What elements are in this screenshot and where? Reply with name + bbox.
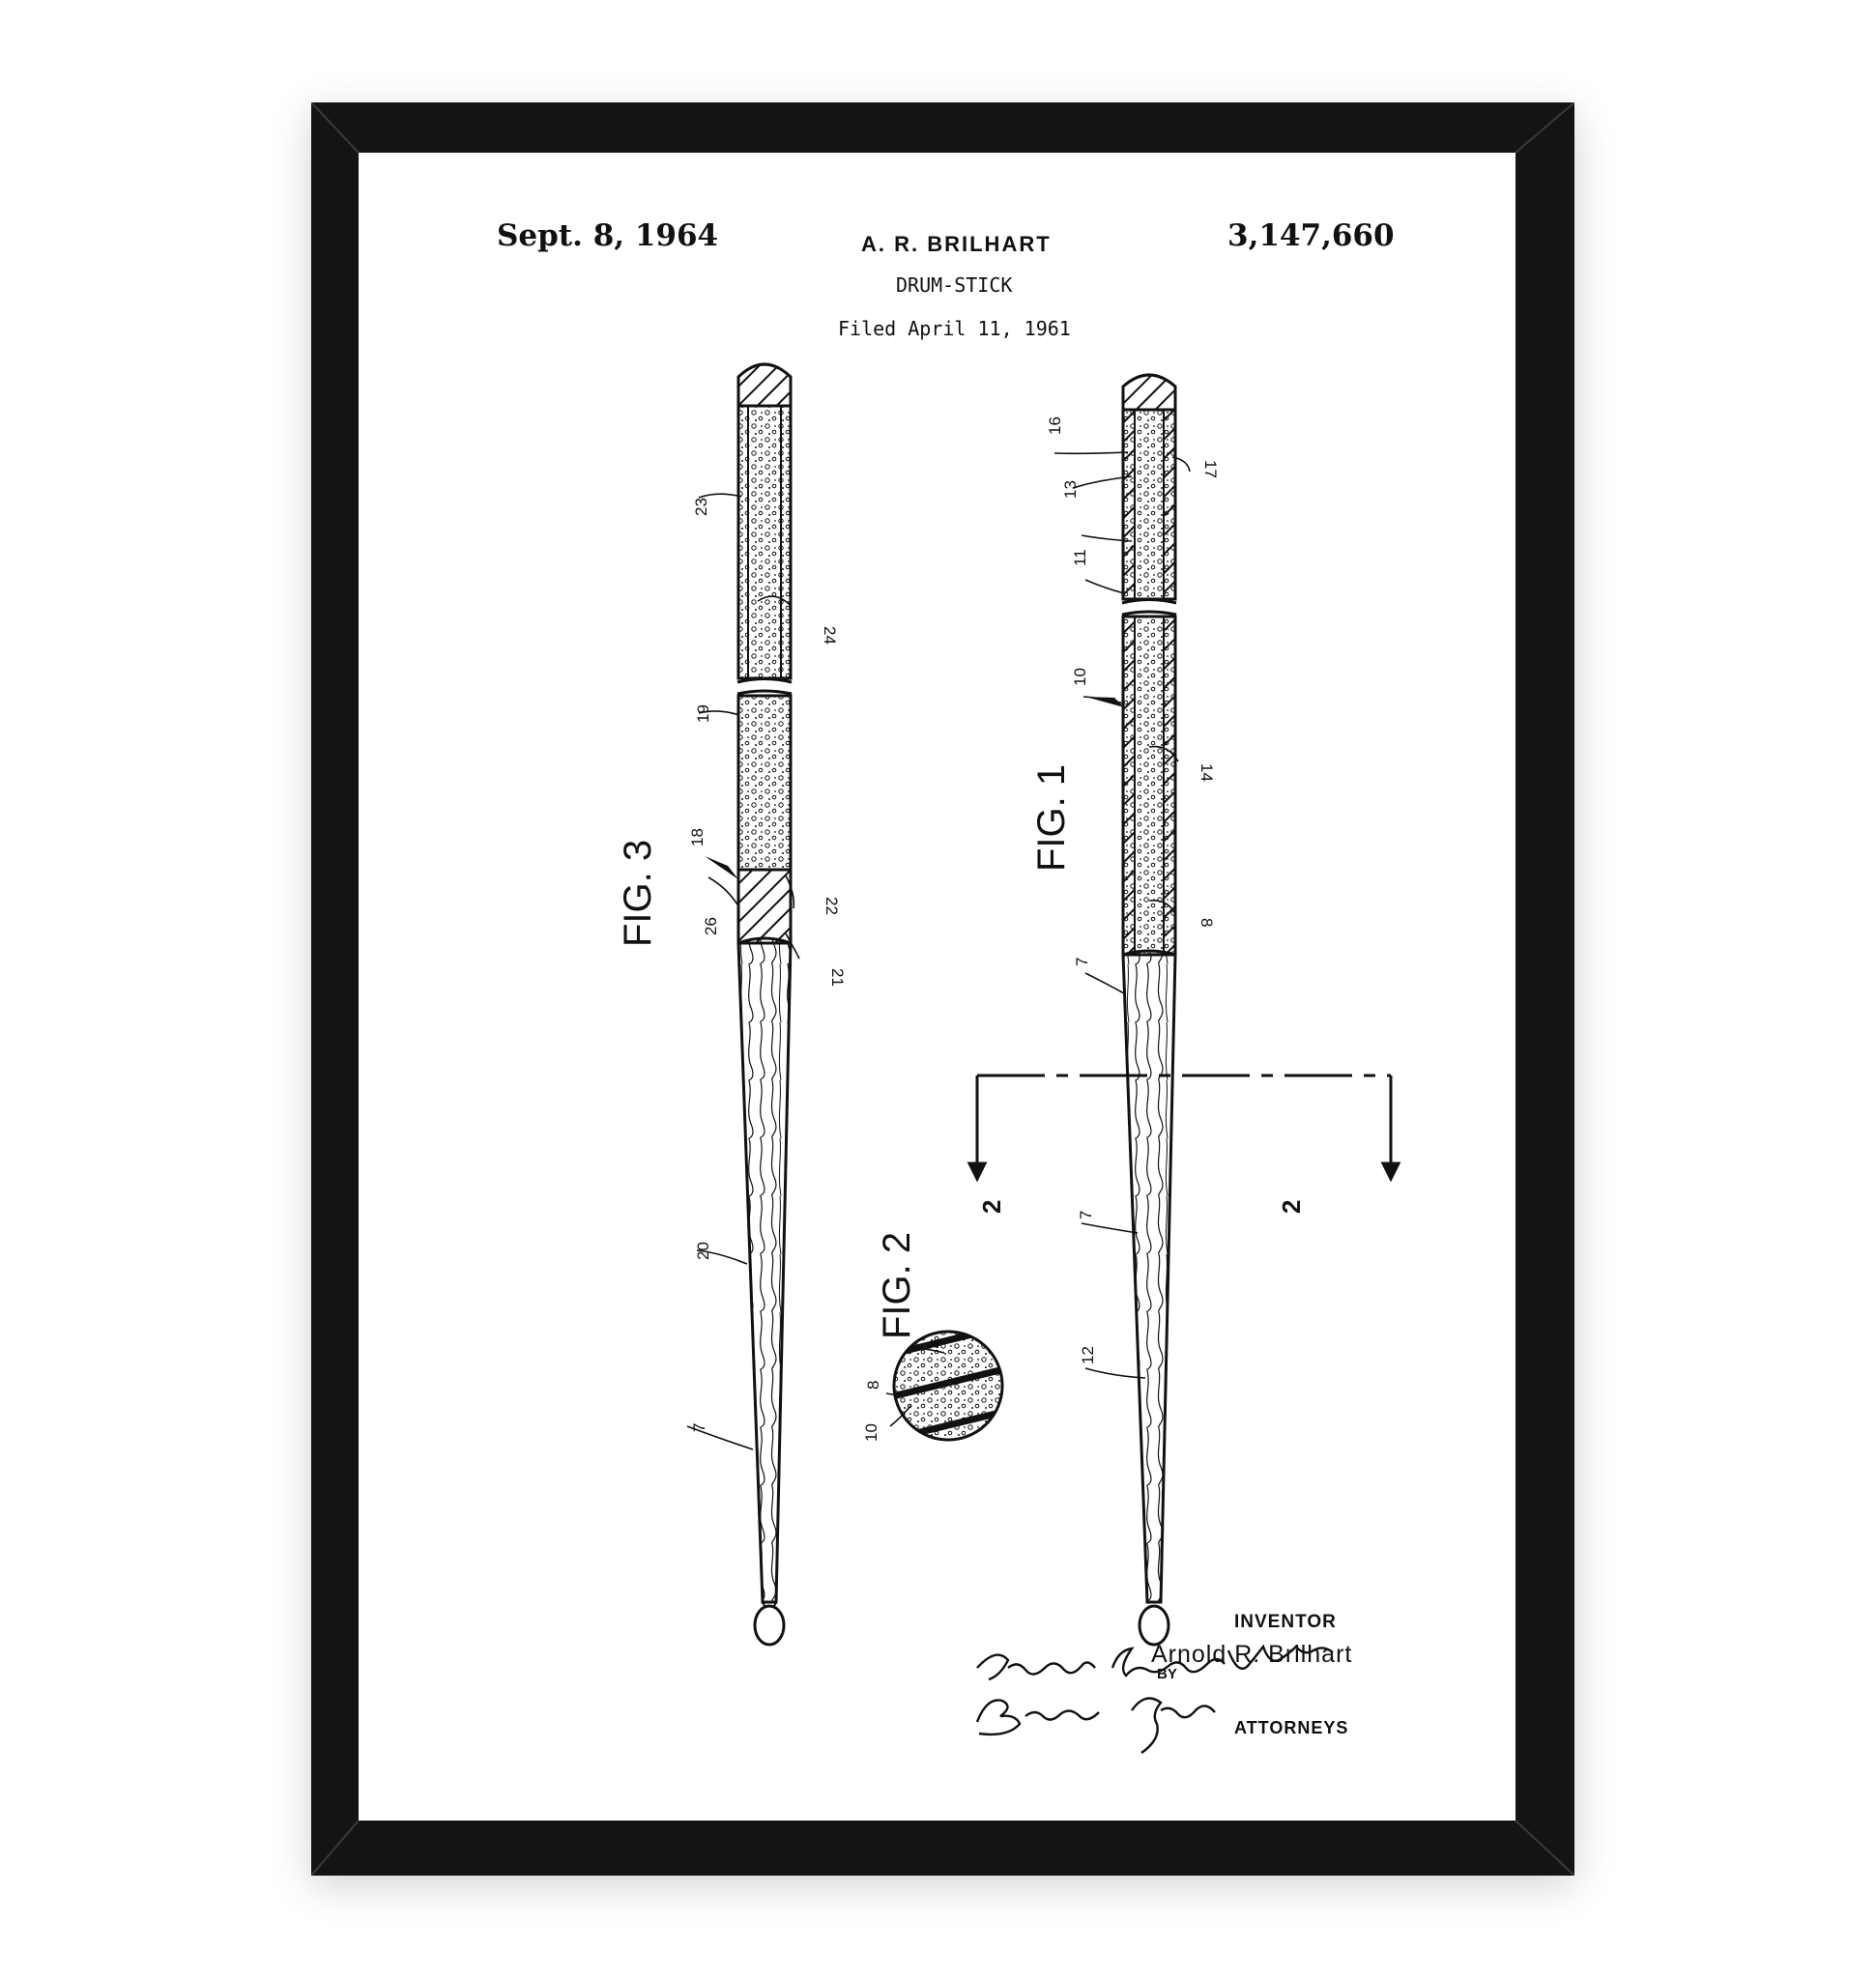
ref-fig3: 23 — [692, 498, 710, 516]
fig1-label: FIG. 1 — [1030, 764, 1073, 872]
ref-fig3: 21 — [828, 968, 847, 987]
inventor-label: INVENTOR — [1234, 1612, 1337, 1633]
ref-fig3: 19 — [694, 704, 712, 723]
ref-fig1: 17 — [1201, 460, 1220, 478]
ref-fig1: 12 — [1079, 1346, 1097, 1364]
ref-fig3: 26 — [702, 917, 720, 935]
figure-labels: FIG. 3 FIG. 1 FIG. 2 2 2 23 24 19 18 22 … — [359, 153, 1515, 1821]
ref-fig1: 7 — [1073, 958, 1091, 966]
ref-fig1: 13 — [1061, 480, 1080, 499]
ref-fig3: 7 — [690, 1423, 708, 1432]
ref-fig3: 22 — [823, 897, 841, 915]
section-mark-right: 2 — [1277, 1200, 1306, 1214]
ref-fig1: 7 — [1077, 1211, 1095, 1219]
ref-fig1: 16 — [1046, 416, 1064, 435]
ref-fig3: 24 — [821, 626, 839, 645]
ref-fig1: 11 — [1071, 549, 1089, 566]
ref-fig1: 14 — [1198, 763, 1216, 782]
reference-numerals: 23 24 19 18 22 26 21 20 7 16 17 13 11 10… — [688, 416, 1220, 1442]
attorneys-label: ATTORNEYS — [1234, 1718, 1348, 1738]
ref-fig1: 8 — [1198, 918, 1216, 927]
fig3-label: FIG. 3 — [617, 840, 659, 947]
ref-fig2: 8 — [864, 1381, 882, 1390]
ref-fig3: 18 — [688, 828, 707, 846]
ref-fig2: 7 — [924, 1342, 942, 1351]
by-label: BY — [1157, 1666, 1177, 1682]
ref-fig3: 20 — [694, 1242, 712, 1260]
ref-fig1: 10 — [1071, 668, 1089, 686]
inventor-name: Arnold R. Brilhart — [1151, 1641, 1352, 1669]
fig2-label: FIG. 2 — [876, 1232, 918, 1339]
patent-print: Sept. 8, 1964 A. R. BRILHART 3,147,660 D… — [359, 153, 1515, 1821]
section-mark-left: 2 — [977, 1200, 1006, 1214]
ref-fig2: 10 — [862, 1423, 880, 1442]
